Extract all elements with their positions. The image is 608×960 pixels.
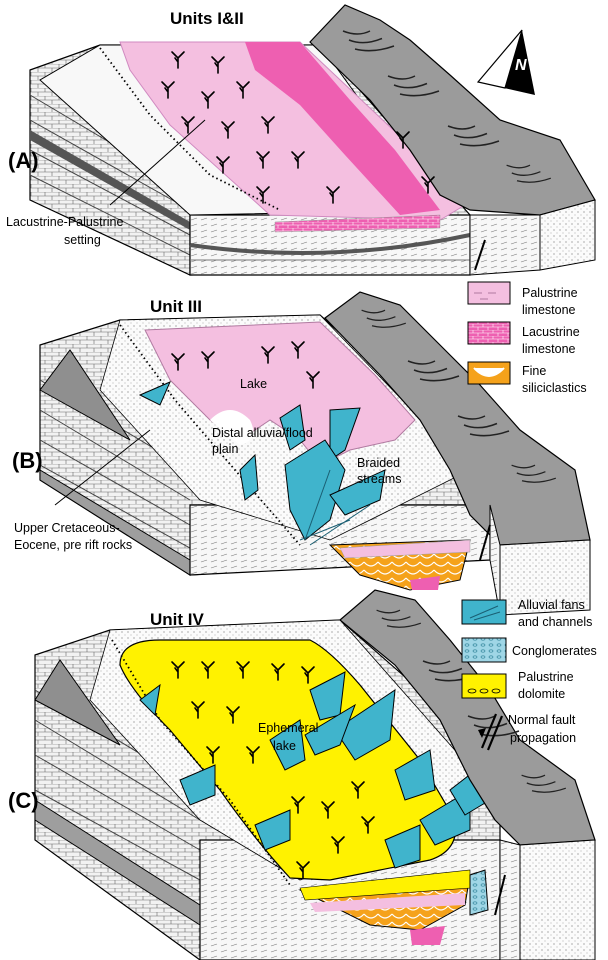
panel-b-distal-line1: Distal alluvia/flood bbox=[212, 426, 313, 440]
panel-b-braided-line1: Braided bbox=[357, 456, 400, 470]
panel-b-title: Unit III bbox=[150, 297, 202, 316]
north-arrow-icon: N bbox=[478, 30, 535, 95]
legend-palustrine-limestone-line2: limestone bbox=[522, 303, 576, 317]
panel-a-annotation-line1: Lacustrine-Palustrine bbox=[6, 215, 123, 229]
panel-c-lake-line1: Ephemeral bbox=[258, 721, 318, 735]
legend-alluvial-fans-line2: and channels bbox=[518, 615, 592, 629]
conglomerates-swatch bbox=[462, 638, 506, 662]
lacustrine-limestone-swatch bbox=[468, 322, 510, 344]
legend-normal-fault-line1: Normal fault bbox=[508, 713, 576, 727]
legend-palustrine-dolomite-line1: Palustrine bbox=[518, 670, 574, 684]
panel-c bbox=[35, 590, 595, 960]
north-label: N bbox=[515, 57, 527, 74]
panel-b-braided-line2: streams bbox=[357, 472, 401, 486]
legend-item-lacustrine-limestone: Lacustrine limestone bbox=[468, 322, 580, 356]
panel-b-prerift-line2: Eocene, pre rift rocks bbox=[14, 538, 132, 552]
panel-a-annotation-line2: setting bbox=[64, 233, 101, 247]
legend-palustrine-limestone-line1: Palustrine bbox=[522, 286, 578, 300]
panel-b-prerift-line1: Upper Cretaceous- bbox=[14, 521, 120, 535]
legend-normal-fault-line2: propagation bbox=[510, 731, 576, 745]
panel-b-lake-label: Lake bbox=[240, 377, 267, 391]
panel-a-letter: (A) bbox=[8, 148, 39, 173]
legend-lacustrine-limestone-line2: limestone bbox=[522, 342, 576, 356]
panel-c-lake-line2: lake bbox=[273, 739, 296, 753]
legend-alluvial-fans-line1: Alluvial fans bbox=[518, 598, 585, 612]
legend-item-conglomerates: Conglomerates bbox=[462, 638, 597, 662]
legend-fine-siliciclastics-line1: Fine bbox=[522, 364, 546, 378]
panel-a: N bbox=[30, 5, 595, 275]
legend-item-fine-siliciclastics: Fine siliciclastics bbox=[468, 362, 587, 395]
legend-conglomerates-line1: Conglomerates bbox=[512, 644, 597, 658]
panel-b-distal-line2: plain bbox=[212, 442, 238, 456]
legend-lacustrine-limestone-line1: Lacustrine bbox=[522, 325, 580, 339]
panel-b-letter: (B) bbox=[12, 448, 43, 473]
legend-item-palustrine-limestone: Palustrine limestone bbox=[468, 282, 578, 317]
panel-c-letter: (C) bbox=[8, 788, 39, 813]
palustrine-dolomite-swatch bbox=[462, 674, 506, 698]
panel-a-title: Units I&II bbox=[170, 9, 244, 28]
legend-item-palustrine-dolomite: Palustrine dolomite bbox=[462, 670, 574, 701]
legend-fine-siliciclastics-line2: siliciclastics bbox=[522, 381, 587, 395]
panel-c-title: Unit IV bbox=[150, 610, 204, 629]
legend-palustrine-dolomite-line2: dolomite bbox=[518, 687, 565, 701]
